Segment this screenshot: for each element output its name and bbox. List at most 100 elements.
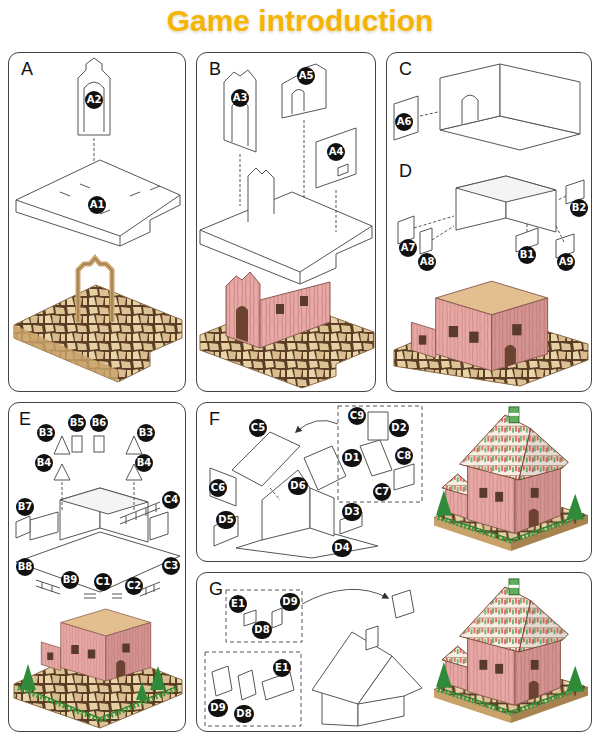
step-d-model bbox=[394, 281, 588, 386]
page-title: Game introduction bbox=[0, 4, 600, 38]
callout-number: D3 bbox=[342, 503, 361, 521]
callout-number: B4 bbox=[135, 454, 154, 472]
callout-number: B8 bbox=[16, 558, 35, 576]
step-g-drawing bbox=[212, 666, 232, 696]
step-b-drawing bbox=[338, 164, 348, 176]
step-e-drawing bbox=[84, 594, 122, 598]
callout-number: B7 bbox=[16, 498, 35, 516]
step-d-drawing bbox=[420, 228, 432, 254]
step-d-drawing bbox=[527, 222, 528, 232]
step-e-drawing bbox=[16, 532, 180, 592]
callout-number: A9 bbox=[557, 253, 576, 271]
step-g-drawing bbox=[392, 590, 414, 618]
step-d-drawing bbox=[414, 216, 454, 228]
step-panel: B bbox=[196, 52, 376, 392]
callout-number: C6 bbox=[209, 479, 227, 497]
callout-number: B4 bbox=[35, 454, 54, 472]
step-e-model bbox=[18, 688, 178, 720]
step-a-model bbox=[78, 258, 112, 322]
callout-number: C2 bbox=[125, 577, 143, 595]
callout-number: B6 bbox=[90, 414, 109, 432]
step-d-drawing bbox=[558, 196, 566, 200]
step-g-drawing bbox=[366, 626, 378, 650]
step-letter: A bbox=[21, 59, 33, 80]
step-c-drawing bbox=[462, 95, 478, 124]
step-panel: CD bbox=[386, 52, 592, 392]
step-f-drawing bbox=[360, 440, 392, 476]
step-f-drawing bbox=[304, 446, 346, 490]
step-b-drawing bbox=[292, 89, 304, 114]
step-f-model bbox=[434, 407, 588, 551]
callout-number: D5 bbox=[216, 511, 235, 529]
step-b-drawing bbox=[304, 120, 305, 200]
step-b-model bbox=[236, 306, 248, 342]
step-g-drawing bbox=[302, 589, 388, 604]
step-e-drawing bbox=[94, 436, 104, 452]
step-b-model bbox=[200, 272, 374, 388]
step-b-drawing bbox=[200, 192, 372, 284]
step-g-drawing bbox=[272, 608, 282, 628]
step-d-drawing bbox=[398, 176, 584, 258]
step-e-drawing bbox=[72, 436, 82, 452]
step-f-drawing bbox=[262, 470, 310, 540]
step-b-model bbox=[300, 296, 308, 306]
step-letter: C bbox=[399, 59, 412, 80]
step-letter: D bbox=[399, 161, 412, 182]
step-c-drawing bbox=[394, 96, 418, 140]
step-g-drawing bbox=[358, 656, 422, 704]
step-b-drawing bbox=[282, 64, 326, 118]
step-e-drawing bbox=[60, 488, 148, 514]
step-f-model bbox=[434, 407, 588, 551]
step-d-drawing bbox=[456, 176, 556, 202]
step-f-drawing bbox=[296, 420, 338, 432]
step-g-drawing bbox=[205, 652, 301, 726]
callout-number: A8 bbox=[418, 253, 437, 271]
step-a-drawing bbox=[16, 160, 180, 246]
callout-number: C5 bbox=[249, 419, 267, 437]
step-b-drawing bbox=[200, 64, 372, 284]
callout-number: D4 bbox=[332, 539, 351, 557]
step-b-drawing bbox=[200, 226, 372, 284]
step-a-drawing bbox=[84, 82, 104, 132]
step-b-drawing bbox=[224, 70, 256, 152]
step-d-drawing bbox=[432, 226, 454, 240]
callout-number: B1 bbox=[518, 246, 537, 264]
callout-number: C4 bbox=[162, 491, 180, 509]
callout-number: A7 bbox=[399, 239, 418, 257]
callout-number: D1 bbox=[342, 449, 361, 467]
step-e-model bbox=[20, 664, 36, 690]
step-e-drawing bbox=[62, 482, 63, 512]
step-c-drawing bbox=[394, 64, 580, 150]
step-f-drawing bbox=[236, 526, 378, 558]
callout-number: B2 bbox=[570, 199, 589, 217]
step-a-model bbox=[14, 325, 118, 382]
step-g-model bbox=[434, 579, 588, 723]
step-e-drawing bbox=[54, 464, 70, 480]
step-e-drawing bbox=[16, 516, 30, 538]
step-a-drawing bbox=[16, 195, 180, 246]
step-f-drawing bbox=[394, 464, 414, 490]
step-f-drawing bbox=[210, 406, 422, 558]
step-a-drawing bbox=[16, 58, 180, 246]
step-b-model bbox=[260, 282, 330, 348]
step-c-drawing bbox=[420, 112, 438, 116]
step-letter: B bbox=[209, 59, 221, 80]
callout-number: B3 bbox=[37, 424, 56, 442]
callout-number: C1 bbox=[94, 573, 112, 591]
step-letter: G bbox=[209, 579, 223, 600]
step-e-drawing bbox=[120, 502, 160, 524]
callout-number: C9 bbox=[348, 407, 366, 425]
step-b-model bbox=[226, 272, 260, 348]
step-d-model bbox=[411, 281, 547, 371]
step-e-drawing bbox=[30, 512, 58, 540]
step-b-drawing bbox=[316, 128, 356, 188]
step-g-drawing bbox=[205, 589, 422, 726]
step-a-model bbox=[14, 285, 182, 382]
step-panel: E bbox=[8, 402, 186, 732]
step-f-drawing bbox=[368, 412, 388, 440]
callout-number: D6 bbox=[288, 477, 307, 495]
step-e-drawing bbox=[16, 436, 180, 598]
